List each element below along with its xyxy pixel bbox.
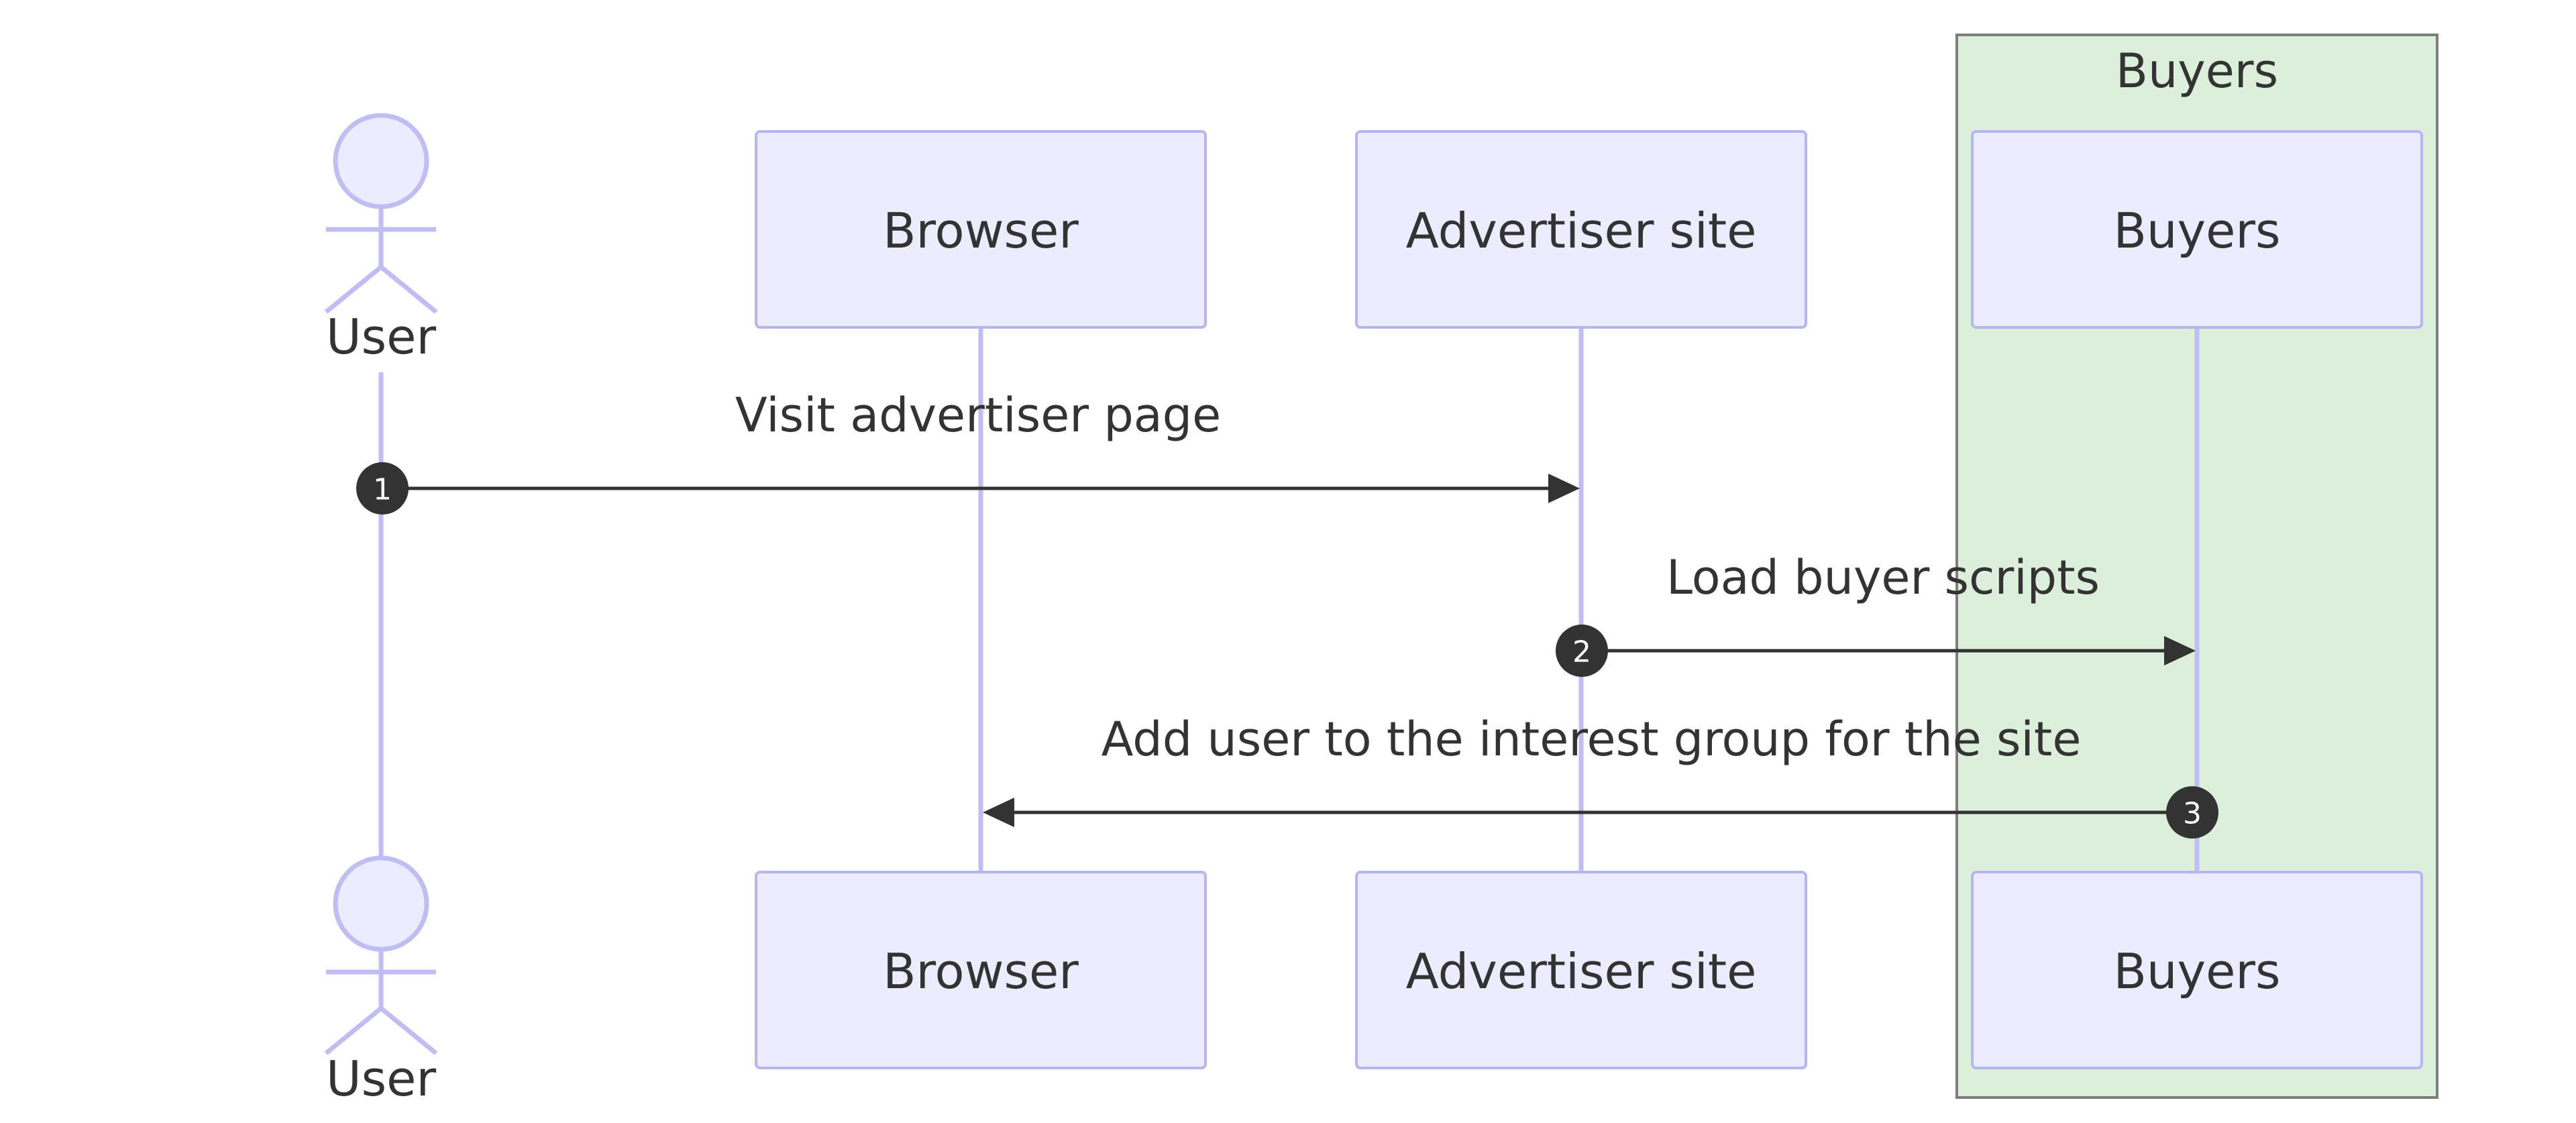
- browser-label-top: Browser: [883, 203, 1079, 259]
- message-1-number: 1: [373, 473, 392, 507]
- buyers-group-label: Buyers: [2116, 44, 2278, 99]
- buyers-participant-top[interactable]: Buyers: [1971, 130, 2423, 329]
- buyers-label-top: Buyers: [2113, 203, 2280, 259]
- actor-left-leg: [324, 265, 383, 314]
- message-1-label: Visit advertiser page: [735, 388, 1221, 443]
- message-3-number: 3: [2183, 797, 2202, 831]
- advertiser-label-top: Advertiser site: [1406, 203, 1757, 259]
- browser-participant-top[interactable]: Browser: [755, 130, 1207, 329]
- message-3-label: Add user to the interest group for the s…: [1102, 712, 2082, 767]
- advertiser-box-top: [1355, 130, 1807, 329]
- browser-box-bottom: [755, 871, 1207, 1069]
- advertiser-label-bottom: Advertiser site: [1406, 943, 1757, 1000]
- actor-left-leg: [324, 1006, 383, 1055]
- message-2-arrowhead: [2164, 636, 2196, 665]
- user-label-top: User: [326, 309, 437, 365]
- browser-label-bottom: Browser: [883, 943, 1079, 1000]
- buyers-box-top: [1971, 130, 2423, 329]
- buyers-box-bottom: [1971, 871, 2423, 1069]
- actor-right-leg: [379, 265, 438, 314]
- message-2-number-badge: [1556, 625, 1608, 677]
- message-1-number-badge: [356, 462, 409, 515]
- message-1[interactable]: Visit advertiser page 1: [356, 388, 1580, 515]
- message-2-number: 2: [1572, 635, 1591, 670]
- browser-participant-bottom[interactable]: Browser: [755, 871, 1207, 1069]
- message-2[interactable]: Load buyer scripts 2: [1556, 550, 2196, 677]
- message-3-number-badge: [2166, 786, 2218, 839]
- message-3-arrowhead: [983, 798, 1014, 827]
- advertiser-box-bottom: [1355, 871, 1807, 1069]
- buyers-label-bottom: Buyers: [2113, 943, 2280, 1000]
- message-2-label: Load buyer scripts: [1666, 550, 2100, 605]
- actor-right-leg: [379, 1006, 438, 1055]
- user-actor-top[interactable]: User: [324, 113, 438, 365]
- buyers-participant-bottom[interactable]: Buyers: [1971, 871, 2423, 1069]
- message-3[interactable]: Add user to the interest group for the s…: [983, 712, 2218, 839]
- advertiser-participant-top[interactable]: Advertiser site: [1355, 130, 1807, 329]
- actor-head: [333, 113, 429, 209]
- user-label-bottom: User: [326, 1051, 437, 1107]
- actor-head: [333, 855, 429, 952]
- browser-box-top: [755, 130, 1207, 329]
- advertiser-participant-bottom[interactable]: Advertiser site: [1355, 871, 1807, 1069]
- message-1-arrowhead: [1548, 474, 1580, 503]
- user-actor-bottom[interactable]: User: [324, 855, 438, 1107]
